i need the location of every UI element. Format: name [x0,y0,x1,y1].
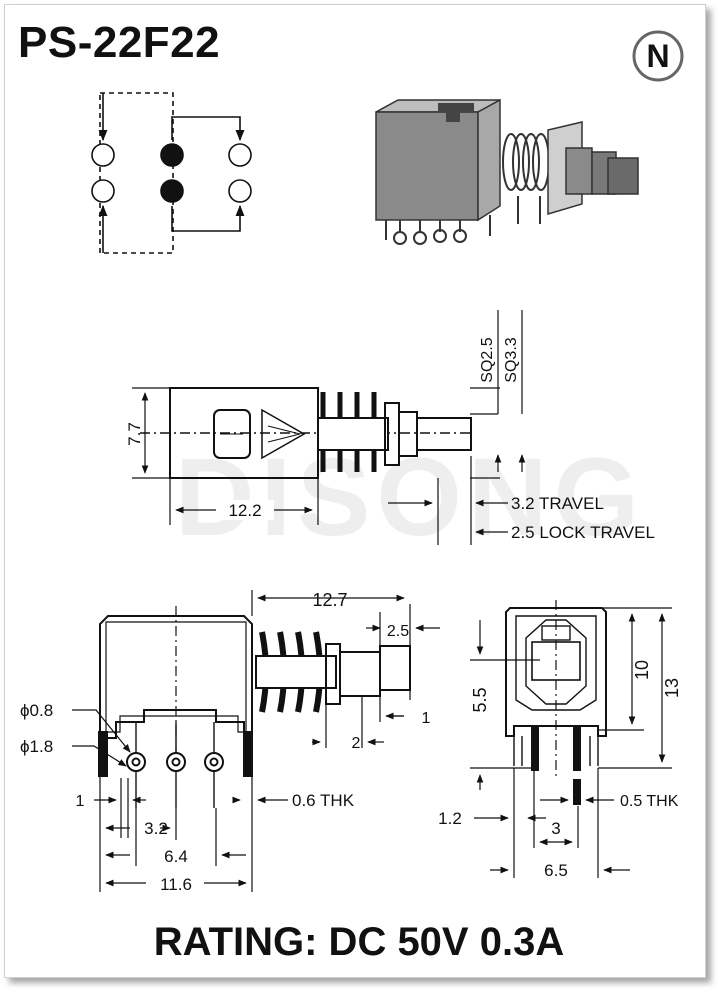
dim-phi08-label: ϕ0.8 [20,701,53,720]
dim-2-label: 2 [352,735,361,752]
dim-6-4-label: 6.4 [164,847,188,866]
brand-logo-icon: N [632,30,684,82]
travel-label: 3.2 TRAVEL [511,494,604,513]
part-number-title: PS-22F22 [18,18,221,67]
dim-6-5-label: 6.5 [544,861,568,880]
front-view-drawing [72,590,440,892]
dim-12-7-label: 12.7 [312,590,347,610]
lock-travel-label: 2.5 LOCK TRAVEL [511,523,655,542]
dim-sq25-label: SQ2.5 [479,337,496,382]
rating-label: RATING: DC 50V 0.3A [153,920,565,964]
dim-7-7-label: 7.7 [125,422,144,446]
dim-3-label: 3 [551,819,560,838]
dim-sq33-label: SQ3.3 [503,337,520,382]
dim-13-label: 13 [662,678,682,698]
dim-1-left-label: 1 [76,793,85,810]
side-view-drawing [132,310,526,545]
thk-06-label: 0.6 THK [292,791,355,810]
switch-product-illustration [375,98,639,245]
dim-11-6-label: 11.6 [160,875,192,894]
dim-10-label: 10 [632,660,652,680]
dim-1-right-label: 1 [422,710,431,727]
circuit-schematic [91,92,252,254]
svg-text:N: N [646,38,669,74]
dim-3-2-label: 3.2 [144,819,168,838]
dim-1-2-label: 1.2 [438,809,462,828]
dim-5-5-label: 5.5 [470,687,490,712]
end-view-drawing [470,600,672,878]
dim-2-5-label: 2.5 [387,623,409,640]
thk-05-label: 0.5 THK [620,793,679,810]
dim-12-2-label: 12.2 [228,501,261,520]
dim-phi18-label: ϕ1.8 [20,737,53,756]
